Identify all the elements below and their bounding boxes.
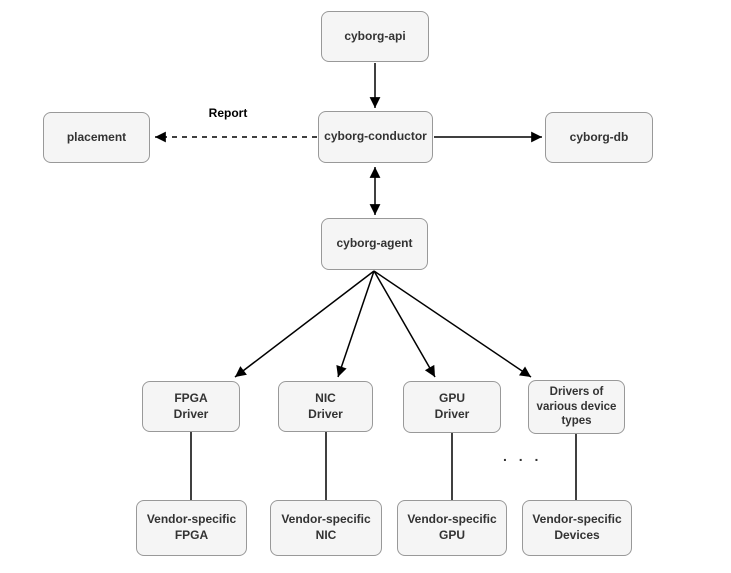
node-cyborg-db: cyborg-db [545,112,653,163]
node-vendor-specific-gpu: Vendor-specific GPU [397,500,507,556]
node-cyborg-agent-label: cyborg-agent [336,236,413,251]
node-gpu-driver-label: GPU Driver [434,391,470,421]
node-vendor-specific-devices: Vendor-specific Devices [522,500,632,556]
edge-agent-to-nic-driver [336,270,375,378]
node-vendor-specific-gpu-label: Vendor-specific GPU [407,512,497,542]
node-cyborg-agent: cyborg-agent [321,218,428,270]
node-cyborg-api: cyborg-api [321,11,429,62]
node-cyborg-conductor: cyborg-conductor [318,111,433,163]
node-fpga-driver: FPGA Driver [142,381,240,432]
node-vendor-specific-nic: Vendor-specific NIC [270,500,382,556]
edge-agent-to-various-drivers [373,270,532,378]
node-fpga-driver-label: FPGA Driver [173,390,209,421]
node-placement-label: placement [66,129,127,144]
node-cyborg-conductor-label: cyborg-conductor [324,129,427,144]
node-various-drivers-label: Drivers of various device types [536,385,617,428]
node-nic-driver: NIC Driver [278,381,373,432]
node-various-drivers: Drivers of various device types [528,380,625,434]
edge-agent-to-fpga-driver [234,270,375,378]
node-cyborg-api-label: cyborg-api [344,28,406,43]
node-vendor-specific-fpga: Vendor-specific FPGA [136,500,247,556]
node-vendor-specific-fpga-label: Vendor-specific FPGA [146,512,237,542]
node-cyborg-db-label: cyborg-db [569,129,629,144]
ellipsis-label: . . . [503,448,543,464]
edge-agent-to-gpu-driver [373,270,436,378]
node-vendor-specific-nic-label: Vendor-specific NIC [281,512,371,542]
node-placement: placement [43,112,150,163]
node-nic-driver-label: NIC Driver [308,390,343,421]
node-vendor-specific-devices-label: Vendor-specific Devices [532,512,622,542]
node-gpu-driver: GPU Driver [403,381,501,433]
report-edge-label: Report [208,106,248,120]
